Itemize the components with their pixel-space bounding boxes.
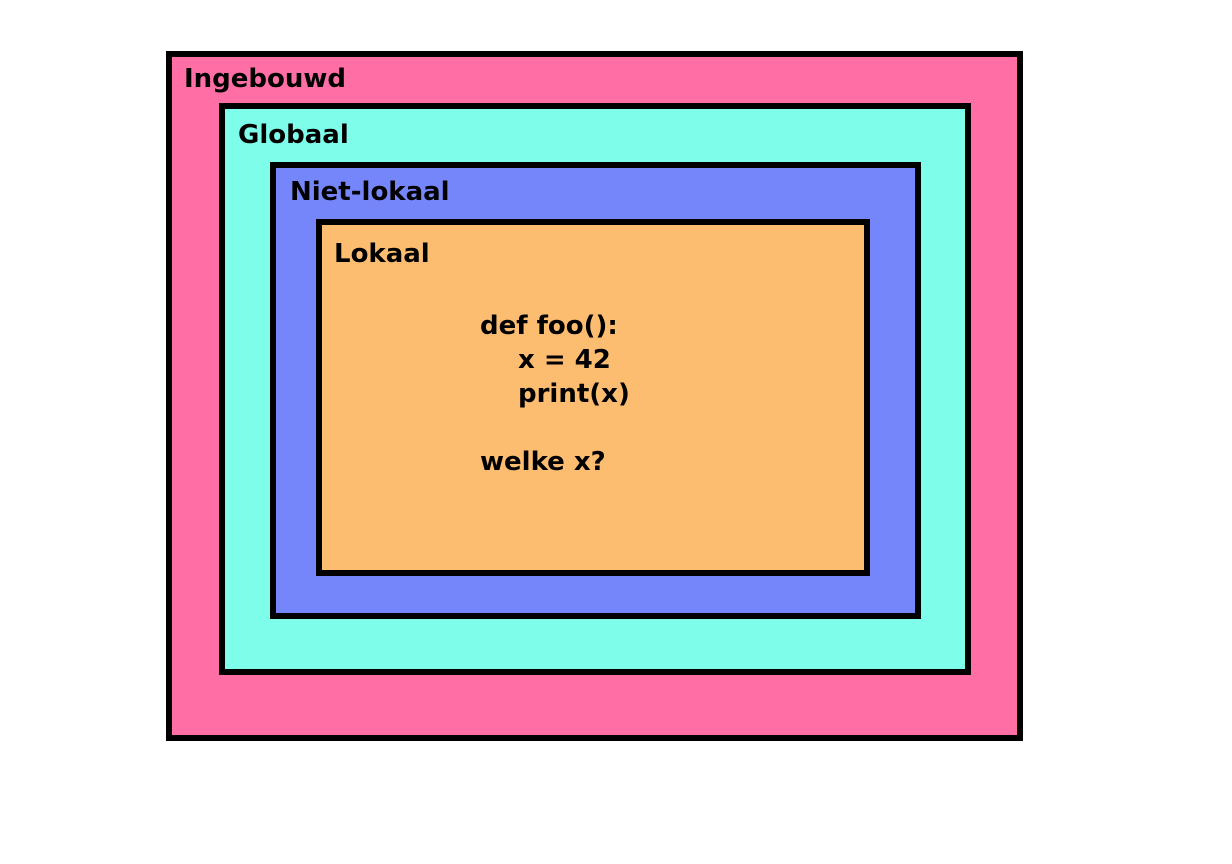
question-text: welke x?	[480, 447, 606, 477]
local-scope-box	[316, 219, 870, 576]
code-line-def: def foo():	[480, 311, 618, 341]
local-scope-label: Lokaal	[334, 239, 430, 269]
nonlocal-scope-label: Niet-lokaal	[290, 177, 450, 207]
code-line-assign: x = 42	[518, 345, 611, 375]
code-line-print: print(x)	[518, 379, 630, 409]
builtin-scope-label: Ingebouwd	[184, 64, 347, 94]
global-scope-label: Globaal	[238, 120, 349, 150]
